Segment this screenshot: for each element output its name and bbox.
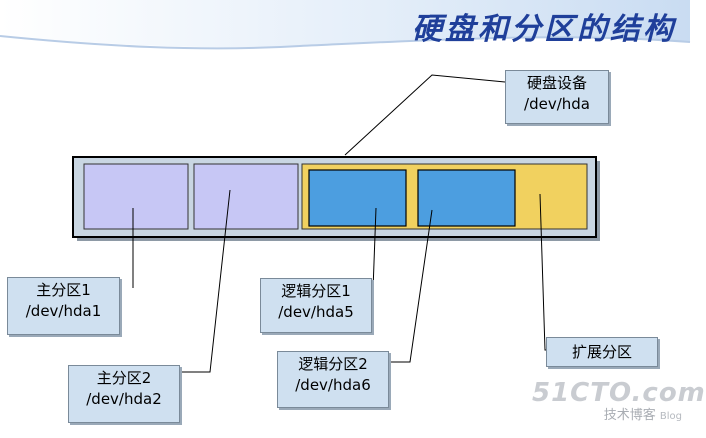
primary-partition-1-name: 主分区1 xyxy=(36,281,91,299)
watermark-logo: 51CTO.com xyxy=(532,378,706,408)
diagram-canvas xyxy=(0,0,691,373)
logical-partition-1 xyxy=(308,169,407,227)
disk-name: 硬盘设备 xyxy=(526,74,587,92)
logical-partition-2-device: /dev/hda6 xyxy=(295,376,371,394)
title-band xyxy=(0,0,690,48)
watermark-sub: 技术博客 Blog xyxy=(532,404,682,423)
title-swoosh xyxy=(0,35,691,50)
extended-partition-label: 扩展分区 xyxy=(546,337,658,367)
extended-partition-name: 扩展分区 xyxy=(571,343,632,361)
logical-partition-2-name: 逻辑分区2 xyxy=(298,355,368,373)
logical-partition-1-name: 逻辑分区1 xyxy=(281,282,351,300)
primary-partition-2 xyxy=(193,163,299,230)
logical-partition-2-label: 逻辑分区2 /dev/hda6 xyxy=(277,351,389,408)
primary-partition-2-device: /dev/hda2 xyxy=(86,390,162,408)
logical-partition-1-label: 逻辑分区1 /dev/hda5 xyxy=(260,278,372,333)
leader-logical-1 xyxy=(372,207,377,291)
logical-partition-2 xyxy=(417,169,516,227)
disk-device: /dev/hda xyxy=(524,95,590,113)
leader-primary-2 xyxy=(180,189,231,373)
disk-label: 硬盘设备 /dev/hda xyxy=(505,70,609,124)
primary-partition-1-device: /dev/hda1 xyxy=(25,302,102,320)
watermark-sub-text: 技术博客 xyxy=(603,408,656,423)
logical-partition-1-device: /dev/hda5 xyxy=(278,303,354,321)
leader-extended xyxy=(539,193,546,351)
watermark-blog: Blog xyxy=(659,411,682,422)
page-title: 硬盘和分区的结构 xyxy=(412,12,676,47)
leader-disk xyxy=(344,74,506,156)
primary-partition-1 xyxy=(83,163,189,230)
title-area: 硬盘和分区的结构 xyxy=(0,0,690,50)
primary-partition-2-label: 主分区2 /dev/hda2 xyxy=(68,365,180,423)
watermark: 51CTO.com 技术博客 Blog xyxy=(532,378,706,423)
primary-partition-2-name: 主分区2 xyxy=(96,369,152,387)
leader-logical-2 xyxy=(389,209,433,363)
primary-partition-1-label: 主分区1 /dev/hda1 xyxy=(7,277,120,335)
